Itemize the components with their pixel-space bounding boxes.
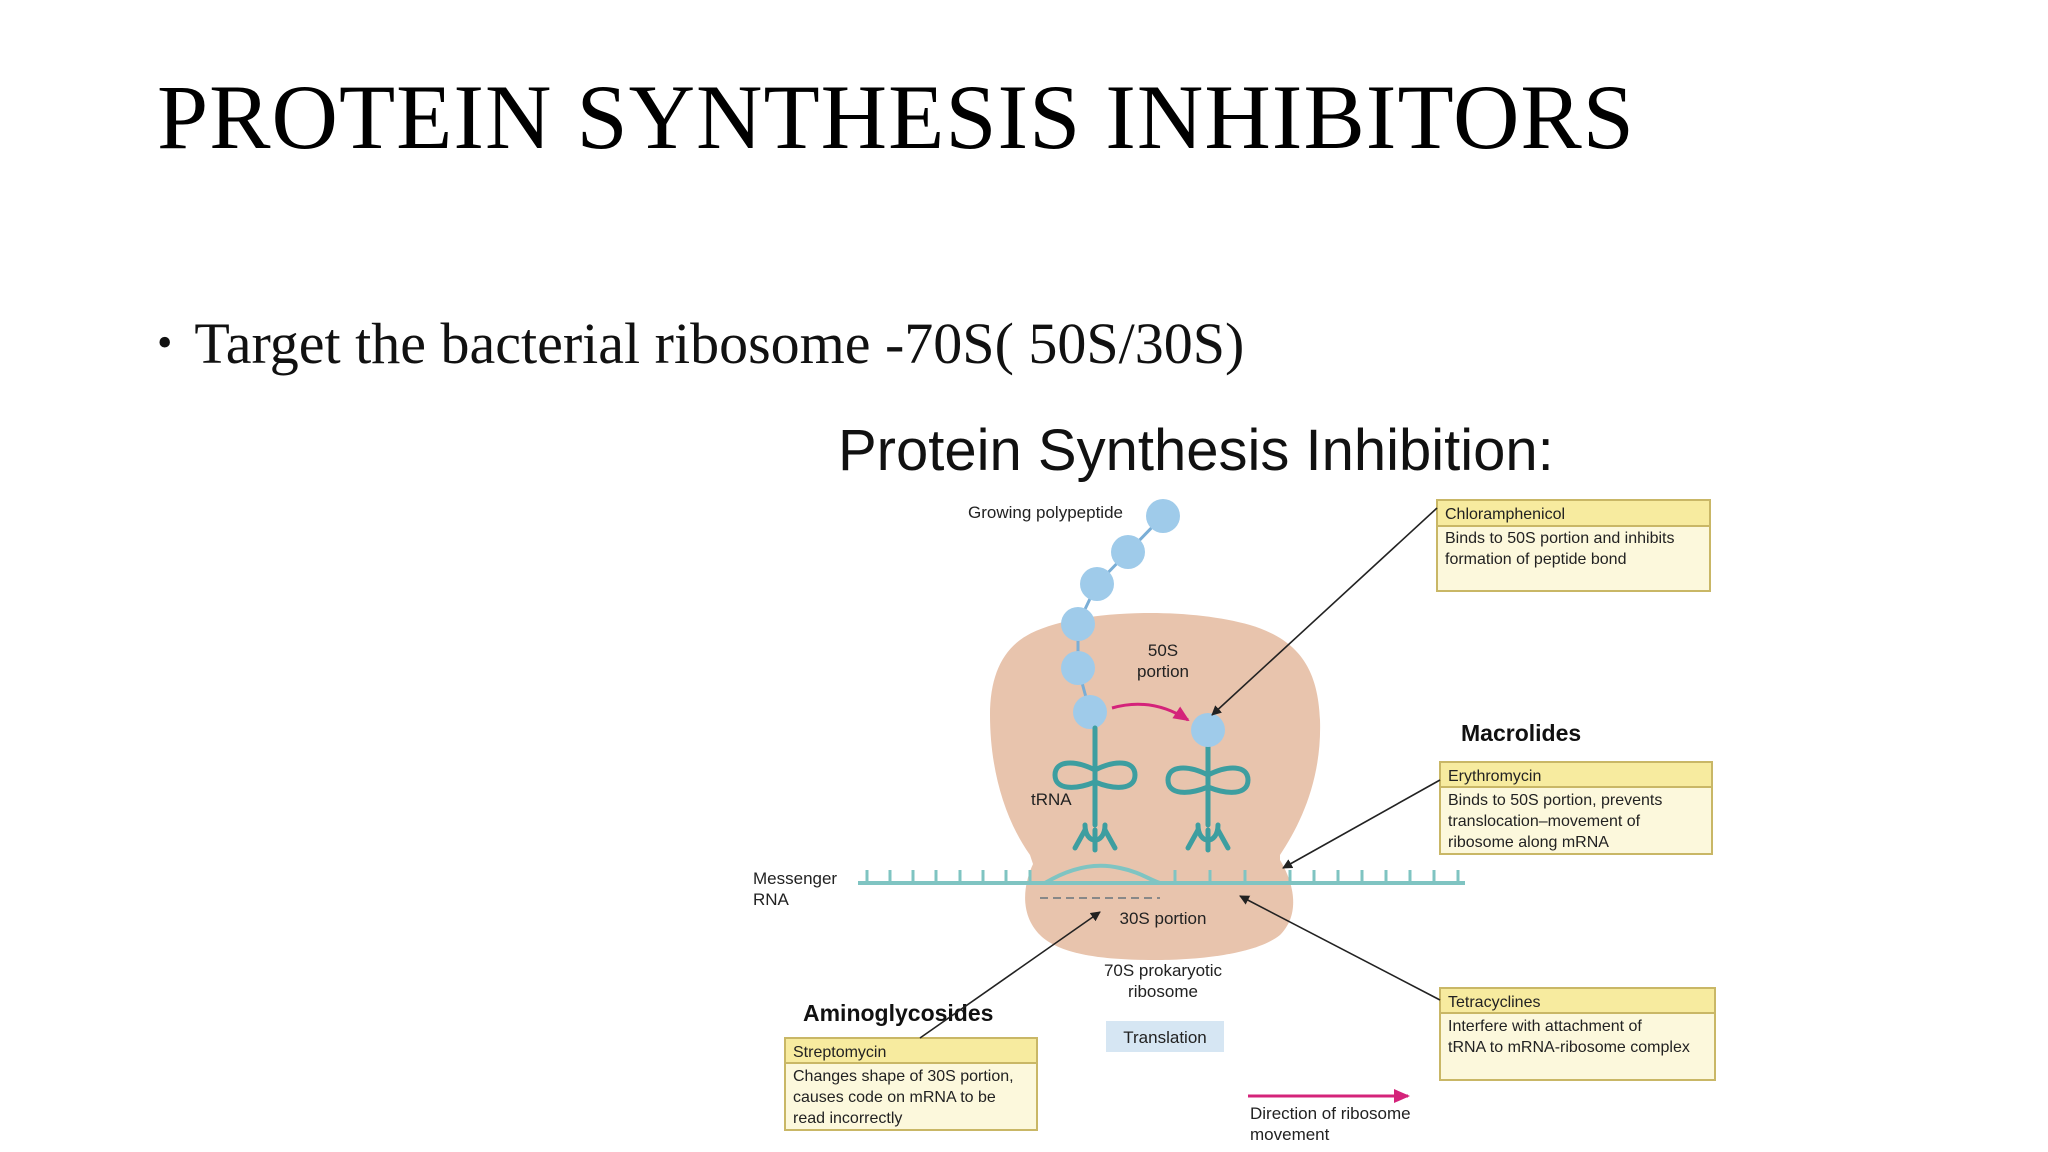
label-messenger-rna-line2: RNA (753, 890, 790, 909)
group-aminoglycosides: Aminoglycosides (803, 1000, 993, 1026)
label-50s-line2: portion (1137, 662, 1189, 681)
box-erythromycin-desc1: Binds to 50S portion, prevents (1448, 792, 1662, 809)
bullet-item: • Target the bacterial ribosome -70S( 50S… (157, 310, 1244, 377)
label-messenger-rna-line1: Messenger (753, 869, 837, 888)
amino-acid-bead (1111, 535, 1145, 569)
pointer-streptomycin (919, 911, 1101, 1039)
box-erythromycin: Erythromycin Binds to 50S portion, preve… (1439, 761, 1713, 855)
mrna-bulge (1043, 863, 1161, 885)
bullet-dot-icon: • (157, 318, 173, 367)
box-streptomycin-desc2: causes code on mRNA to be (793, 1089, 996, 1106)
label-trna: tRNA (1031, 790, 1072, 809)
translation-tag-bg (1106, 1021, 1224, 1052)
label-ribosome-line2: ribosome (1128, 982, 1198, 1001)
amino-acid-bead (1061, 607, 1095, 641)
box-erythromycin-name: Erythromycin (1448, 768, 1541, 785)
mrna-codon-ticks (865, 870, 1460, 883)
box-chloramphenicol-desc2: formation of peptide bond (1445, 551, 1626, 568)
box-chloramphenicol-desc1: Binds to 50S portion and inhibits (1445, 530, 1674, 547)
box-chloramphenicol: Chloramphenicol Binds to 50S portion and… (1436, 499, 1711, 592)
diagram-title: Protein Synthesis Inhibition: (838, 418, 1554, 483)
box-erythromycin-desc3: ribosome along mRNA (1448, 834, 1609, 851)
trna-right (1165, 737, 1251, 853)
label-50s-line1: 50S (1148, 641, 1178, 660)
box-tetracyclines-name: Tetracyclines (1448, 994, 1540, 1011)
amino-acid-bead (1061, 651, 1095, 685)
amino-acid-bead (1146, 499, 1180, 533)
label-direction-line1: Direction of ribosome (1250, 1104, 1411, 1123)
label-ribosome-line1: 70S prokaryotic (1104, 961, 1223, 980)
peptide-transfer-arrow (1111, 702, 1190, 722)
box-streptomycin-desc1: Changes shape of 30S portion, (793, 1068, 1014, 1085)
pointer-erythromycin (1282, 779, 1441, 869)
group-macrolides: Macrolides (1461, 720, 1581, 746)
box-streptomycin: Streptomycin Changes shape of 30S portio… (784, 1037, 1038, 1131)
box-tetracyclines: Tetracyclines Interfere with attachment … (1439, 987, 1716, 1081)
label-30s-portion: 30S portion (1120, 909, 1207, 928)
amino-acid-bead (1073, 695, 1107, 729)
box-streptomycin-name: Streptomycin (793, 1044, 886, 1061)
amino-acid-bead-incoming (1191, 713, 1225, 747)
pointer-tetracyclines (1239, 895, 1441, 1001)
trna-left (1052, 725, 1138, 853)
amino-acid-bead (1080, 567, 1114, 601)
label-direction-line2: movement (1250, 1125, 1330, 1144)
slide-title: PROTEIN SYNTHESIS INHIBITORS (157, 66, 1635, 168)
label-growing-polypeptide: Growing polypeptide (968, 503, 1123, 522)
box-tetracyclines-desc2: tRNA to mRNA-ribosome complex (1448, 1039, 1690, 1056)
box-chloramphenicol-name: Chloramphenicol (1445, 506, 1565, 523)
pointer-chloramphenicol (1211, 507, 1438, 716)
bullet-text: Target the bacterial ribosome -70S( 50S/… (194, 311, 1245, 376)
box-streptomycin-desc3: read incorrectly (793, 1110, 902, 1127)
box-erythromycin-desc2: translocation–movement of (1448, 813, 1641, 830)
translation-tag: Translation (1123, 1028, 1206, 1047)
polypeptide-chain (1061, 499, 1180, 729)
box-tetracyclines-desc1: Interfere with attachment of (1448, 1018, 1642, 1035)
